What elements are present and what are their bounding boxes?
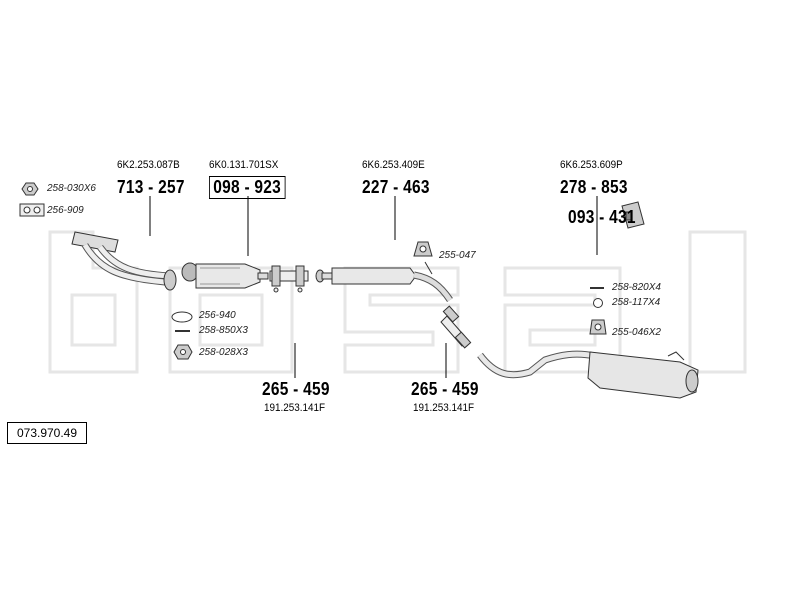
part-number-093-431: 093 - 431 [568,207,636,227]
part-ref-713-257: 6K2.253.087B [117,159,180,171]
part-ref-098-923: 6K0.131.701SX [209,159,279,171]
part-number-713-257: 713 - 257 [117,177,185,197]
accessory-256-940: 256-940 [199,310,236,321]
rear-hanger [621,201,645,229]
part-number-278-853: 278 - 853 [560,177,628,197]
part-number-265-459-a: 265 - 459 [262,379,330,399]
accessory-255-046X2: 255-046X2 [612,327,661,338]
accessory-258-850X3: 258-850X3 [199,325,248,336]
part-ref-278-853: 6K6.253.609P [560,159,623,171]
part-ref-265-459-b: 191.253.141F [413,402,475,414]
rear-silencer [477,350,699,399]
accessory-258-030X6: 258-030X6 [47,183,96,194]
accessory-256-909: 256-909 [47,205,84,216]
part-number-265-459-b: 265 - 459 [411,379,479,399]
accessory-258-028X3: 258-028X3 [199,347,248,358]
part-ref-227-463: 6K6.253.409E [362,159,425,171]
washer-icon [593,298,603,308]
leader-lines [149,196,598,378]
pipe-clamp [269,265,309,293]
ring-icon [171,311,193,323]
catalytic-converter [181,262,269,289]
centre-silencer [315,261,453,302]
part-number-227-463: 227 - 463 [362,177,430,197]
accessory-255-047: 255-047 [439,250,476,261]
exhaust-manifold [71,231,177,291]
part-ref-265-459-a: 191.253.141F [264,402,326,414]
accessory-258-117X4: 258-117X4 [612,297,661,308]
rubber-hanger [413,241,433,257]
part-number-098-923: 098 - 923 [209,176,286,199]
catalog-number: 073.970.49 [7,422,87,444]
pipe-clamp-2 [440,305,472,349]
accessory-icons [19,182,607,360]
accessory-258-820X4: 258-820X4 [612,282,661,293]
